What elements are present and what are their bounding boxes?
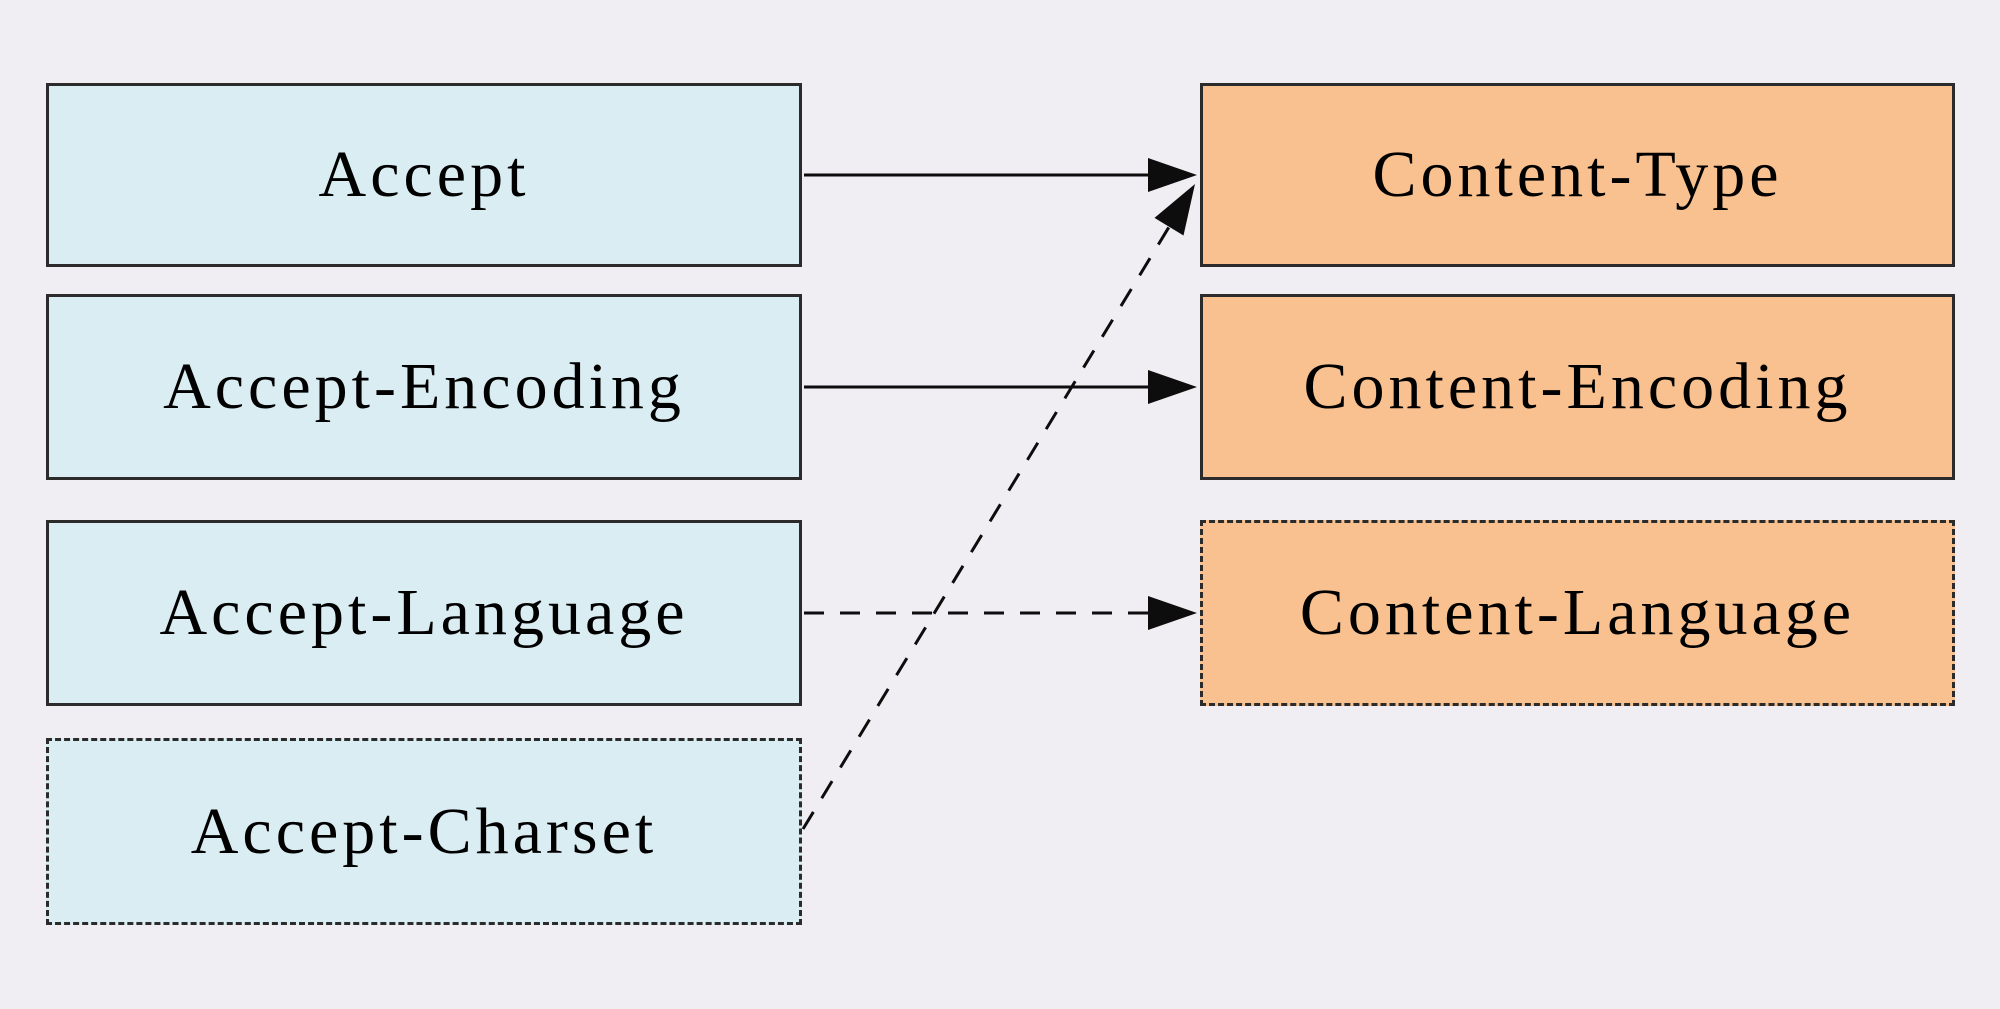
box-content-encoding-label: Content-Encoding <box>1303 350 1852 423</box>
box-content-type: Content-Type <box>1200 83 1955 267</box>
box-content-language-label: Content-Language <box>1299 576 1856 649</box>
box-accept-language-label: Accept-Language <box>159 576 689 649</box>
box-accept: Accept <box>46 83 802 267</box>
arrow-accept-to-content-type <box>804 158 1197 192</box>
box-content-language: Content-Language <box>1200 520 1955 706</box>
arrowhead-icon <box>1148 596 1197 630</box>
arrow-accept-language-to-content-language <box>804 596 1197 630</box>
box-accept-charset-label: Accept-Charset <box>190 794 658 868</box>
box-accept-label: Accept <box>318 138 530 211</box>
box-content-encoding: Content-Encoding <box>1200 294 1955 480</box>
box-accept-encoding-label: Accept-Encoding <box>163 350 685 423</box>
box-accept-language: Accept-Language <box>46 520 802 706</box>
box-content-type-label: Content-Type <box>1372 138 1783 211</box>
arrowhead-icon <box>1148 370 1197 404</box>
arrowhead-icon <box>1154 184 1195 236</box>
box-accept-charset: Accept-Charset <box>46 738 802 925</box>
arrow-accept-charset-to-content-type <box>801 184 1195 830</box>
arrowhead-icon <box>1148 158 1197 192</box>
arrow-accept-encoding-to-content-encoding <box>804 370 1197 404</box>
box-accept-encoding: Accept-Encoding <box>46 294 802 480</box>
